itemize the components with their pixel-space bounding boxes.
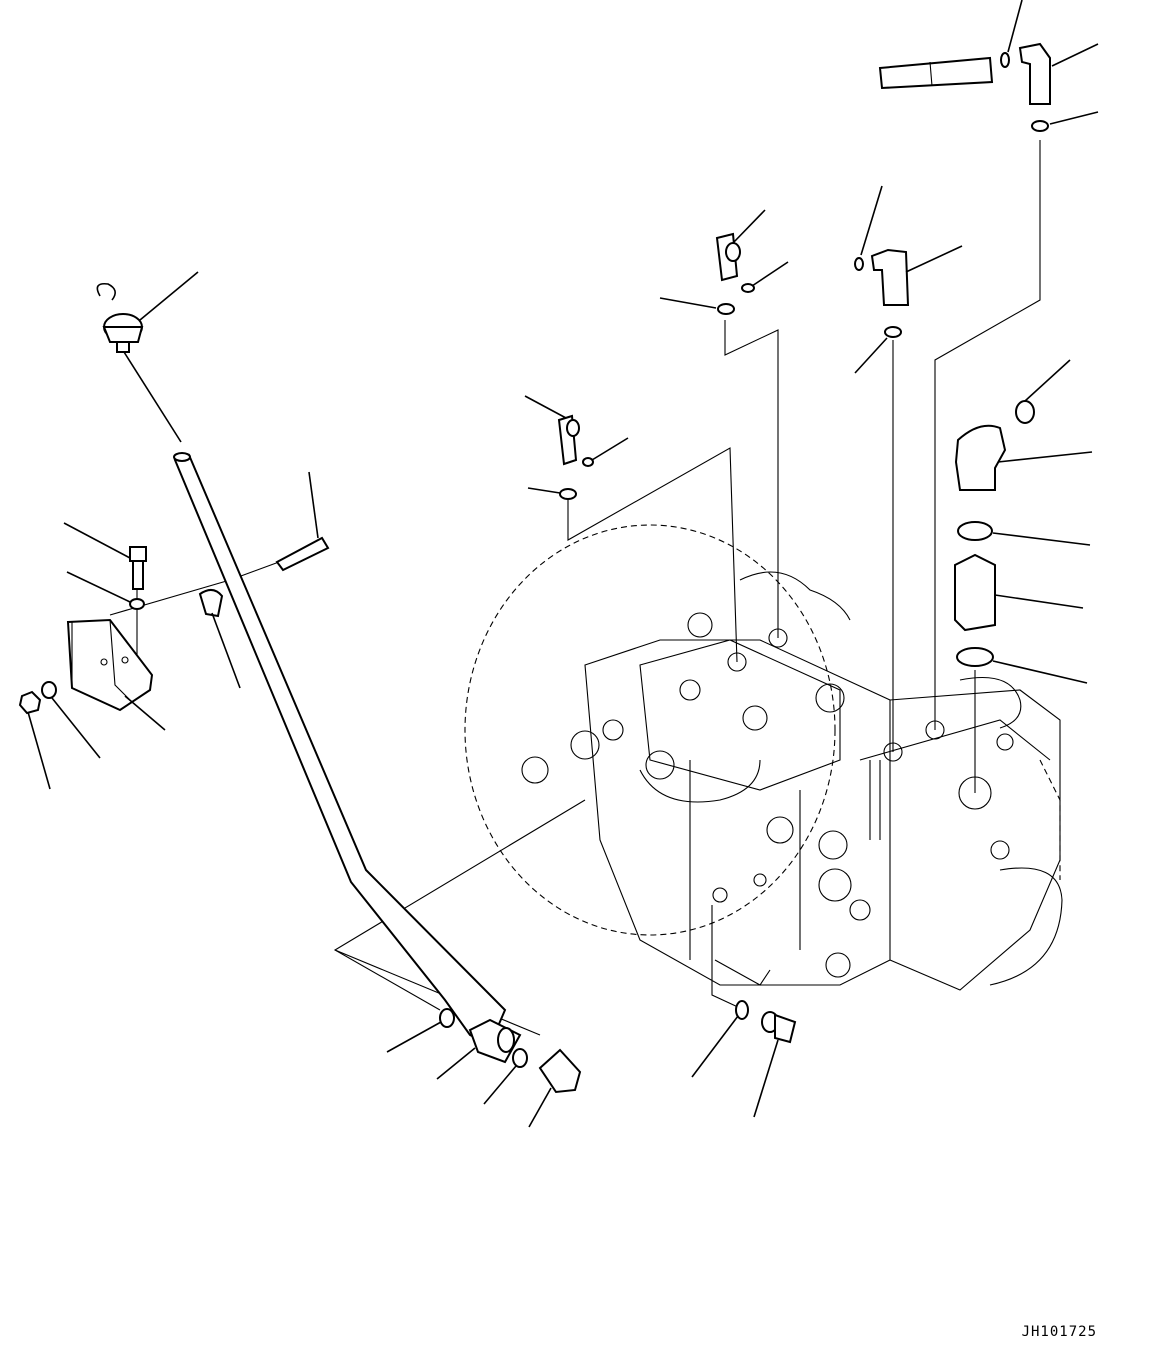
elbow-fitting-left [557,414,580,466]
drawing-code: JH101725 [1021,1324,1097,1340]
o-ring-top [1031,120,1049,132]
o-ring-tube-lower [439,1008,455,1028]
o-ring-large-2 [956,647,994,667]
oil-level-gauge-tube [173,452,522,1064]
drain-plug [761,1011,797,1044]
bracket-assembly [66,618,154,712]
clip [198,589,224,618]
dipstick [96,282,182,443]
elbow-fitting-center [715,232,741,282]
bolt [129,546,147,590]
o-ring-elbow-center [717,303,735,315]
elbow-fitting-right [870,248,910,306]
elbow-fitting-large [954,424,1007,491]
adapter [954,553,996,632]
o-ring-drain [735,1000,749,1020]
o-ring-elbow-right-small [854,257,864,271]
plug-lower-left [538,1048,582,1094]
o-ring-elbow-right [884,326,902,338]
o-ring-right-small [1015,400,1035,424]
o-ring-hose [1000,52,1010,68]
pin [275,536,330,572]
o-ring-elbow-left-small [582,457,594,467]
lock-washer [41,681,57,699]
assembly-leader-lines [109,140,1041,1036]
o-ring-plug-lower [512,1048,528,1068]
o-ring-large-1 [957,521,993,541]
washer [129,598,145,610]
hose [878,56,994,90]
pump-mounting-flange [464,524,836,936]
hydraulic-pump-assembly [464,524,1063,991]
nut [18,690,42,715]
o-ring-elbow-center-small [741,283,755,293]
elbow-fitting-top [1018,42,1051,105]
part-callout-leaders [27,0,1099,1128]
o-ring-elbow-left [559,488,577,500]
